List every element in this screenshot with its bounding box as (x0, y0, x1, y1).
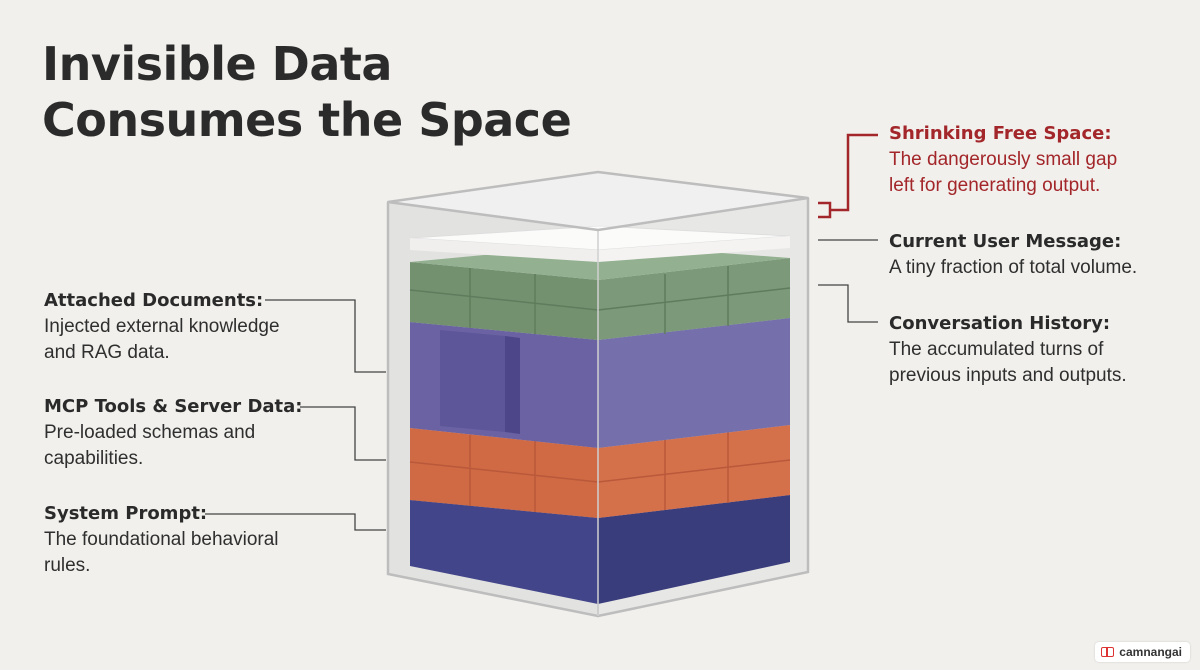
free-space-label: Shrinking Free Space: The dangerously sm… (889, 121, 1117, 199)
box-icon (1101, 647, 1115, 657)
mcp-tools-desc-line-1: Pre-loaded schemas and (44, 422, 256, 443)
conversation-history-desc-line-1: The accumulated turns of (889, 339, 1104, 360)
free-space-desc-line-1: The dangerously small gap (889, 149, 1118, 170)
attached-documents-desc-line-1: Injected external knowledge (44, 316, 280, 337)
user-message-label: Current User Message: A tiny fraction of… (889, 229, 1137, 281)
title-line-1: Invisible Data (42, 37, 392, 91)
system-prompt-label: System Prompt: The foundational behavior… (44, 501, 279, 579)
attached-documents-heading: Attached Documents: (44, 290, 264, 311)
free-space-heading: Shrinking Free Space: (889, 123, 1112, 144)
system-prompt-desc-line-2: rules. (44, 555, 91, 576)
leader-attached-documents (265, 299, 386, 373)
user-message-slab (409, 225, 791, 262)
attached-documents-label: Attached Documents: Injected external kn… (44, 288, 280, 366)
system-prompt-heading: System Prompt: (44, 503, 208, 524)
mcp-tools-heading: MCP Tools & Server Data: (44, 396, 303, 417)
conversation-history-label: Conversation History: The accumulated tu… (889, 311, 1127, 389)
free-space-desc-line-2: left for generating output. (889, 175, 1101, 196)
glass-front-edges (386, 170, 810, 618)
conversation-history-desc-line-2: previous inputs and outputs. (889, 365, 1127, 386)
mcp-tools-label: MCP Tools & Server Data: Pre-loaded sche… (44, 394, 303, 472)
mcp-tools-desc-line-2: capabilities. (44, 448, 144, 469)
user-message-desc-line-1: A tiny fraction of total volume. (889, 257, 1138, 278)
title-line-2: Consumes the Space (42, 93, 572, 147)
leader-system-prompt (205, 513, 386, 531)
leader-lines (205, 239, 878, 531)
leader-mcp-tools (300, 406, 386, 461)
attached-documents-desc-line-2: and RAG data. (44, 342, 170, 363)
free-space-bracket (818, 133, 878, 219)
leader-conversation-history (818, 284, 878, 323)
user-message-heading: Current User Message: (889, 231, 1122, 252)
watermark-badge: camnangai (1095, 642, 1190, 662)
watermark-text: camnangai (1119, 645, 1182, 659)
system-prompt-desc-line-1: The foundational behavioral (44, 529, 279, 550)
page-title: Invisible Data Consumes the Space (42, 36, 572, 148)
conversation-history-heading: Conversation History: (889, 313, 1111, 334)
